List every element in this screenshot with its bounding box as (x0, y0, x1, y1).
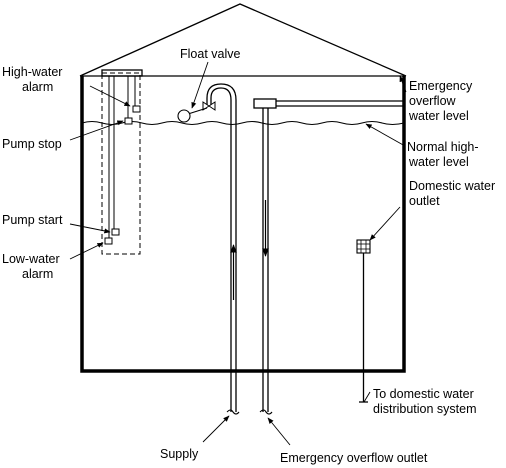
tank-wall (80, 76, 406, 373)
label-distribution-1: To domestic water (373, 387, 474, 401)
high-water-alarm-float (132, 105, 141, 113)
label-emergency-overflow-3: water level (408, 109, 469, 123)
label-domestic-outlet-1: Domestic water (409, 179, 495, 193)
leader-supply (202, 415, 230, 443)
tank-roof (79, 3, 407, 77)
label-emergency-overflow-1: Emergency (409, 79, 473, 93)
label-low-water-alarm-2: alarm (22, 267, 53, 281)
pump-stop-float (124, 117, 133, 125)
label-emergency-overflow-2: overflow (409, 94, 457, 108)
label-pump-start: Pump start (2, 213, 63, 227)
supply-break-mark (226, 409, 240, 415)
label-distribution-2: distribution system (373, 402, 477, 416)
float-switch-bracket (101, 69, 143, 77)
overflow-weir (253, 98, 277, 109)
leader-overflow-outlet (267, 417, 291, 446)
level-control-housing (101, 72, 141, 255)
float-ball (177, 109, 191, 123)
low-water-alarm-float (104, 237, 113, 245)
leader-normal-high-water (365, 123, 406, 147)
supply-pipe-inner (206, 83, 237, 106)
label-domestic-outlet-2: outlet (409, 194, 440, 208)
label-supply: Supply (160, 447, 199, 461)
label-normal-high-1: Normal high- (407, 140, 479, 154)
leader-float-valve (191, 61, 209, 109)
leader-high-water-alarm (89, 85, 131, 107)
label-high-water-alarm-2: alarm (22, 80, 53, 94)
label-pump-stop: Pump stop (2, 137, 62, 151)
label-float-valve: Float valve (180, 47, 240, 61)
leader-emergency-overflow (399, 75, 407, 93)
float-lever (187, 107, 208, 115)
normal-water-level-line (81, 120, 405, 126)
leader-distribution (363, 391, 371, 403)
domestic-water-outlet-screen (356, 239, 371, 254)
label-normal-high-2: water level (408, 155, 469, 169)
supply-pipe (210, 87, 232, 412)
overflow-break-mark (259, 409, 273, 415)
leader-low-water-alarm (69, 242, 104, 260)
label-overflow-outlet: Emergency overflow outlet (280, 451, 428, 465)
leader-pump-start (69, 223, 111, 234)
leader-domestic-outlet (369, 206, 401, 241)
pump-start-float (111, 228, 120, 236)
label-low-water-alarm-1: Low-water (2, 252, 60, 266)
leader-pump-stop (69, 120, 124, 141)
label-high-water-alarm-1: High-water (2, 65, 62, 79)
